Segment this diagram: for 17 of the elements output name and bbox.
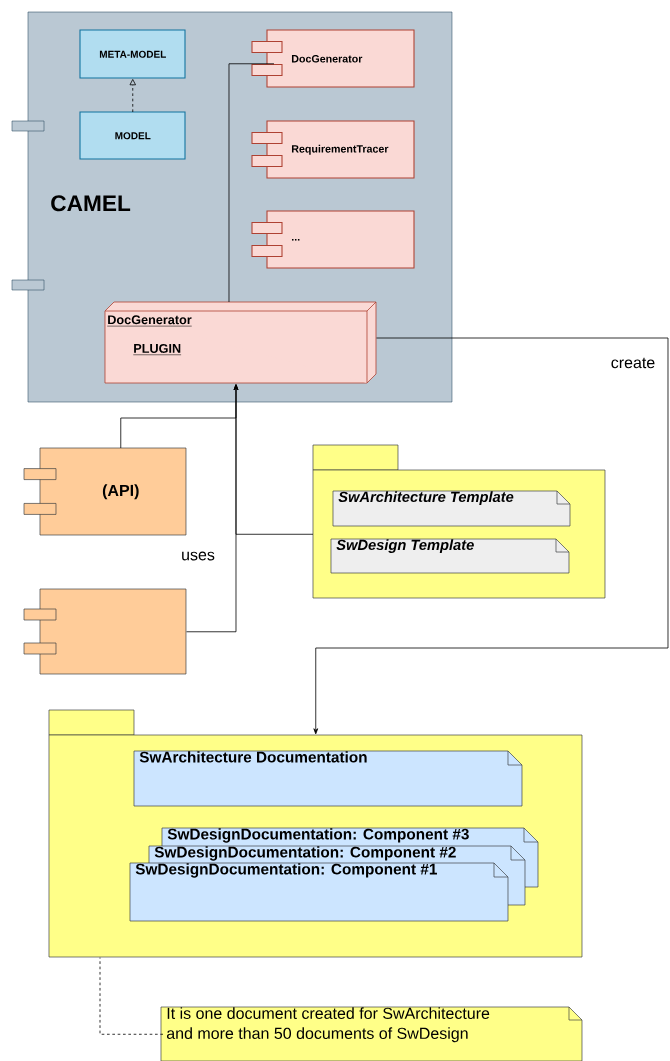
component-box: ... <box>251 210 415 269</box>
component-box: RequirementTracer <box>251 120 415 179</box>
component-box: DocGenerator <box>251 29 415 88</box>
connector <box>186 384 239 633</box>
connector <box>228 63 275 303</box>
component-box <box>23 588 187 675</box>
connector <box>313 337 669 735</box>
edge-label: uses <box>179 550 217 562</box>
connector <box>129 79 136 113</box>
class-box: MODEL <box>79 111 186 160</box>
class-box: META-MODEL <box>79 29 186 79</box>
plugin-node-box: DocGenerator PLUGIN <box>104 301 377 384</box>
component-box: (API) <box>23 447 187 536</box>
template-document: SwArchitecture Template <box>332 490 571 527</box>
template-document: SwDesign Template <box>330 538 570 574</box>
connector <box>99 957 164 1035</box>
edge-label: create <box>609 356 657 370</box>
